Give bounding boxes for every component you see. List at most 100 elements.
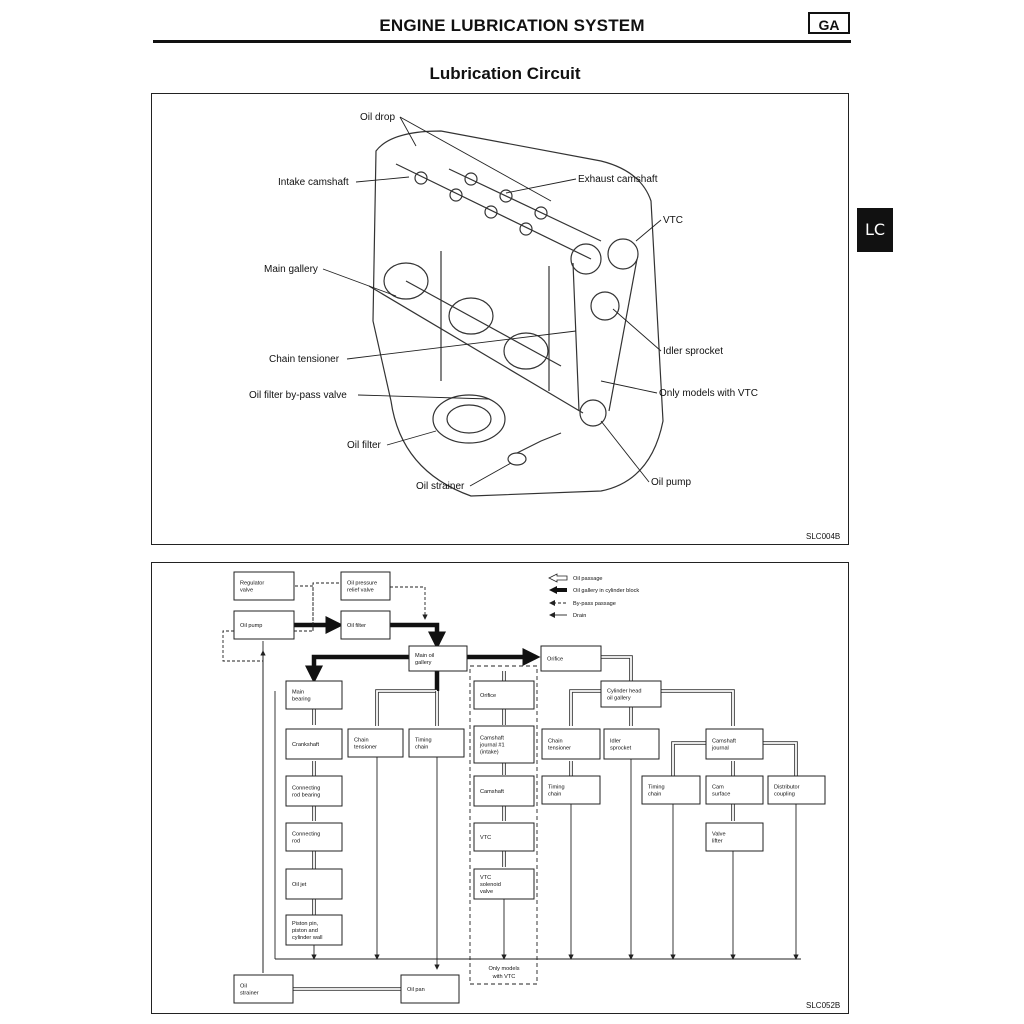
flow-box-frame <box>473 775 535 807</box>
oil-filter-drawing <box>432 394 506 444</box>
flow-box-label: VTC <box>480 875 491 881</box>
drain-lines <box>260 641 801 973</box>
flow-box-label: bearing <box>292 697 311 703</box>
flow-box-label: (intake) <box>480 750 499 756</box>
figure-code: SLC004B <box>806 532 841 541</box>
flow-box-label: sprocket <box>610 746 632 752</box>
flow-box-label: Oil filter <box>347 623 366 629</box>
flow-box-frame <box>473 822 535 852</box>
flow-box-frame <box>600 680 662 708</box>
flow-box-label: relief valve <box>347 588 374 594</box>
flow-box-frame <box>340 610 391 640</box>
section-badge: GA <box>808 12 850 34</box>
engine-illustration: Oil drop Intake camshaft Exhaust camshaf… <box>249 112 758 497</box>
flow-box-label: valve <box>240 588 253 594</box>
flow-box-label: Cam <box>712 785 724 791</box>
side-tab[interactable]: LC <box>857 208 893 252</box>
flow-box-label: Distributor <box>774 785 800 791</box>
flow-box-label: Main <box>292 690 304 696</box>
main-gallery-flow <box>294 616 541 691</box>
vtc-note-line2: with VTC <box>492 974 516 980</box>
flow-box-oil-pump: Oil pump <box>233 610 295 640</box>
label-oil-drop: Oil drop <box>360 112 395 123</box>
flow-box-label: Connecting <box>292 786 320 792</box>
label-intake-camshaft: Intake camshaft <box>278 177 349 188</box>
engine-outline <box>372 130 664 497</box>
flowchart-legend: Oil passage Oil gallery in cylinder bloc… <box>548 573 639 619</box>
flow-box-frame <box>233 571 295 601</box>
flow-box-label: Piston pin, <box>292 921 319 927</box>
flow-box-label: Oil pan <box>407 987 425 993</box>
flow-box-frame <box>767 775 826 805</box>
flow-box-oil-filter: Oil filter <box>340 610 391 640</box>
flow-box-frame <box>285 728 343 760</box>
flow-box-frame <box>408 645 468 672</box>
flow-box-label: Timing <box>415 738 432 744</box>
flow-box-label: gallery <box>415 660 432 666</box>
flow-box-label: Timing <box>548 785 565 791</box>
flow-box-frame <box>400 974 460 1004</box>
flow-box-label: Cylinder head <box>607 689 642 695</box>
flow-box-label: Crankshaft <box>292 742 319 748</box>
label-chain-tensioner: Chain tensioner <box>269 354 340 365</box>
flow-box-frame <box>541 728 601 760</box>
flow-box-oil-jet: Oil jet <box>285 868 343 900</box>
flow-box-vtc: VTC <box>473 822 535 852</box>
flow-box-label: Chain <box>548 739 563 745</box>
flow-box-frame <box>285 680 343 710</box>
flow-box-label: Idler <box>610 739 621 745</box>
label-oil-strainer: Oil strainer <box>416 481 465 492</box>
flow-box-label: Main oil <box>415 653 434 659</box>
label-main-gallery: Main gallery <box>264 264 318 275</box>
flow-box-label: cylinder wall <box>292 935 322 941</box>
flow-box-label: Connecting <box>292 832 320 838</box>
flow-box-label: Oil pump <box>240 623 262 629</box>
flow-box-label: coupling <box>774 792 795 798</box>
flow-box-frame <box>603 728 660 760</box>
flow-box-label: solenoid <box>480 882 501 888</box>
flow-box-label: lifter <box>712 839 723 845</box>
flow-box-label: chain <box>648 792 661 798</box>
oil-pump-drawing <box>579 399 607 427</box>
flow-box-label: oil gallery <box>607 696 631 702</box>
flow-box-label: surface <box>712 792 730 798</box>
flow-box-label: Camshaft <box>712 739 736 745</box>
flow-box-frame <box>473 725 535 764</box>
flow-box-frame <box>540 645 602 672</box>
flow-box-frame <box>233 610 295 640</box>
illustration-panel: Oil drop Intake camshaft Exhaust camshaf… <box>151 93 849 545</box>
exhaust-camshaft-drawing <box>448 168 602 242</box>
flow-box-label: valve <box>480 889 493 895</box>
main-gallery-pipe <box>368 285 584 414</box>
flow-box-frame <box>641 775 701 805</box>
vtc-only-region <box>469 665 538 985</box>
flow-box-frame <box>285 822 343 852</box>
flow-box-label: Oil jet <box>292 882 307 888</box>
flow-box-label: Oil pressure <box>347 581 377 587</box>
flow-box-label: rod bearing <box>292 793 320 799</box>
flow-box-oil-pan: Oil pan <box>400 974 460 1004</box>
flow-box-label: chain <box>415 745 428 751</box>
vtc-note-line1: Only models <box>488 966 519 972</box>
flow-box-label: tensioner <box>548 746 571 752</box>
flow-box-label: Timing <box>648 785 665 791</box>
flow-box-label: rod <box>292 839 300 845</box>
flowchart-code: SLC052B <box>806 1001 841 1010</box>
flow-box-camshaft: Camshaft <box>473 775 535 807</box>
flow-box-label: Regulator <box>240 581 264 587</box>
